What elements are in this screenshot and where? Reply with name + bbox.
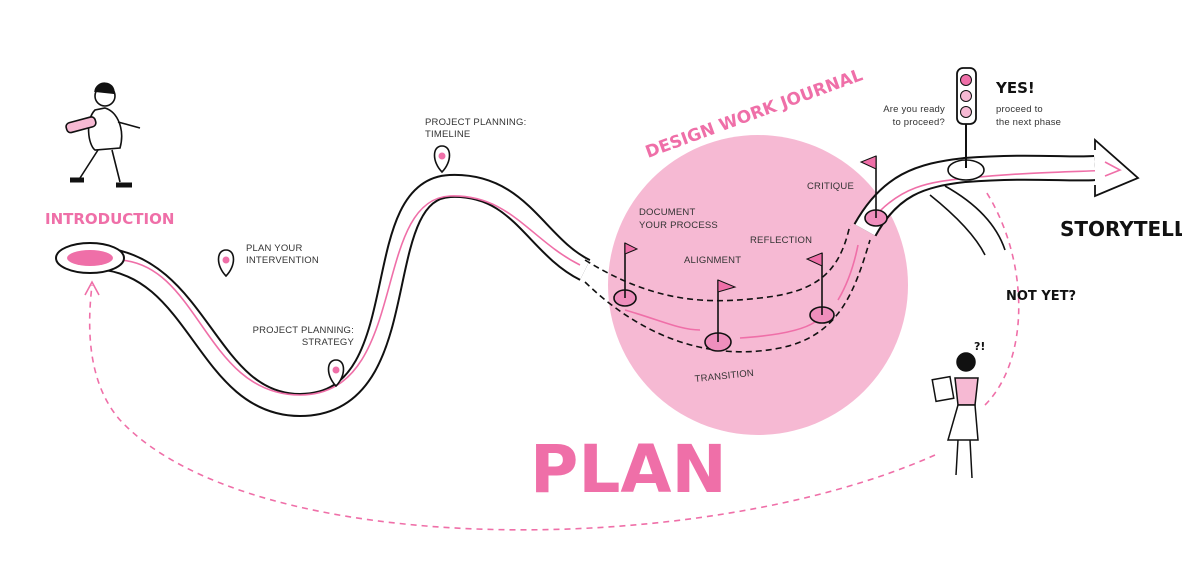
- walking-person-illustration: [65, 82, 141, 188]
- strategy-label: PROJECT PLANNING:: [253, 325, 354, 336]
- journal-circle: [608, 135, 908, 435]
- introduction-heading: INTRODUCTION: [45, 210, 174, 228]
- flag-icon: [805, 252, 835, 324]
- flag-icon: [859, 155, 888, 227]
- critique-label: CRITIQUE: [807, 181, 854, 192]
- plan-intervention-label: INTERVENTION: [246, 255, 319, 266]
- start-point-fill: [67, 250, 113, 266]
- document-label: DOCUMENT: [639, 207, 696, 218]
- alignment-label: ALIGNMENT: [684, 255, 741, 266]
- yes-heading: YES!: [995, 79, 1035, 97]
- proceed-text: the next phase: [996, 117, 1061, 128]
- storytell-heading: STORYTELL: [1060, 217, 1182, 241]
- strategy-label: STRATEGY: [302, 337, 355, 348]
- reflection-label: REFLECTION: [750, 235, 812, 246]
- ready-question: to proceed?: [893, 117, 945, 128]
- flag-icon: [704, 279, 737, 352]
- map-pin-icon: [217, 249, 235, 278]
- question-marks: ?!: [974, 340, 985, 353]
- map-pin-icon: [433, 145, 451, 174]
- traffic-light-icon: [956, 67, 977, 168]
- thinking-person-illustration: [931, 352, 979, 479]
- document-label: YOUR PROCESS: [639, 220, 718, 231]
- return-arrowhead-icon: [84, 280, 100, 296]
- timeline-label: TIMELINE: [425, 129, 470, 140]
- flag-icon: [613, 242, 639, 307]
- proceed-text: proceed to: [996, 104, 1043, 115]
- ready-question: Are you ready: [883, 104, 945, 115]
- plan-intervention-label: PLAN YOUR: [246, 243, 303, 254]
- not-yet-path: [984, 189, 1020, 406]
- road: [93, 138, 1140, 418]
- not-yet-heading: NOT YET?: [1006, 289, 1076, 304]
- timeline-label: PROJECT PLANNING:: [425, 117, 526, 128]
- map-pin-icon: [327, 359, 345, 388]
- plan-heading: PLAN: [530, 431, 727, 508]
